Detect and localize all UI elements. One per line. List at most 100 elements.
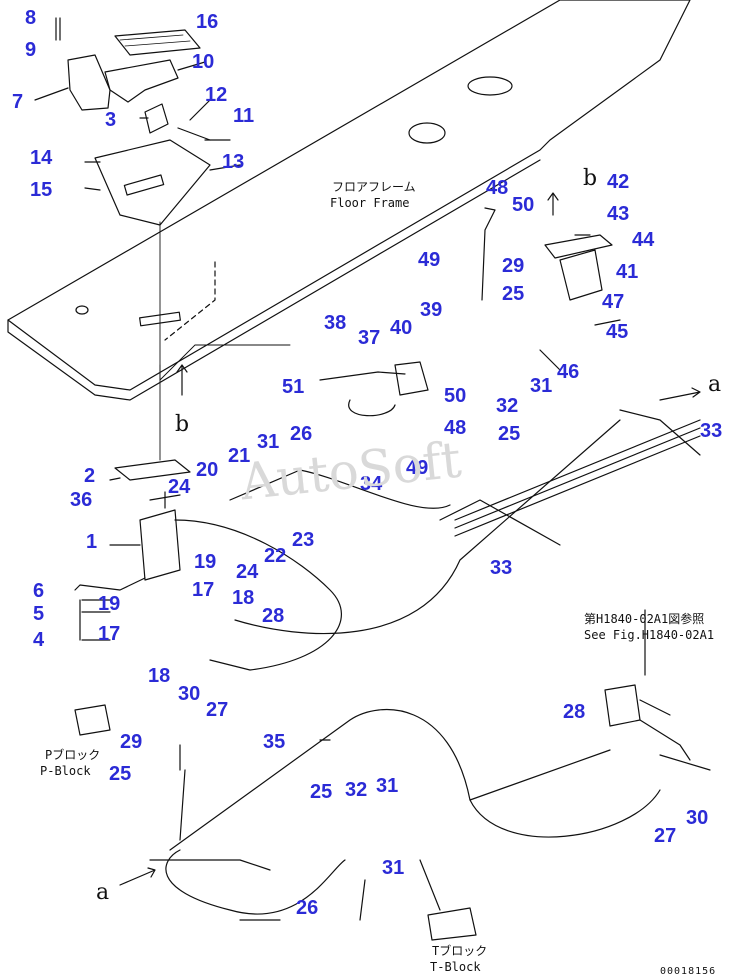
callout-41: 41 xyxy=(616,261,639,283)
callout-11: 11 xyxy=(233,105,255,127)
callout-38: 38 xyxy=(324,312,347,334)
pedal-pad xyxy=(114,29,201,56)
callout-50-top: 50 xyxy=(512,194,535,216)
callout-48-top: 48 xyxy=(486,177,509,199)
callout-49-mid: 49 xyxy=(406,457,429,479)
mount-plate xyxy=(94,139,211,226)
see-fig-label-jp: 第H1840-02A1図参照 xyxy=(584,612,705,626)
t-block xyxy=(427,907,477,941)
hose-lower-c xyxy=(469,749,611,801)
callout-1: 1 xyxy=(86,531,98,553)
callout-26-mid: 26 xyxy=(290,423,313,445)
floor-hole-2 xyxy=(408,122,446,144)
callout-15: 15 xyxy=(30,179,53,201)
callout-20: 20 xyxy=(196,459,219,481)
callout-24-low: 24 xyxy=(236,561,259,583)
callout-30-mid: 30 xyxy=(178,683,201,705)
callout-24-top: 24 xyxy=(168,476,191,498)
floor-frame-label-en: Floor Frame xyxy=(330,196,410,210)
callout-31-top: 31 xyxy=(530,375,553,397)
fig-block xyxy=(604,684,641,727)
floor-frame-plate xyxy=(7,0,691,391)
callout-10: 10 xyxy=(192,51,215,73)
callout-18-low: 18 xyxy=(148,665,171,687)
callout-33-mid: 33 xyxy=(490,557,513,579)
hose-harness xyxy=(454,419,701,537)
letter-b-mid: b xyxy=(175,412,190,437)
callout-23: 23 xyxy=(292,529,315,551)
hose-upper xyxy=(229,469,451,509)
hose-lower-a xyxy=(165,849,346,915)
callout-17-low: 17 xyxy=(98,623,121,645)
t-block-label-jp: Tブロック xyxy=(432,944,488,958)
hose-long-b xyxy=(234,419,621,635)
callout-32-low: 32 xyxy=(345,779,368,801)
callout-16: 16 xyxy=(196,11,219,33)
floor-hole-1 xyxy=(467,76,513,96)
callout-36: 36 xyxy=(70,489,93,511)
see-fig-label-en: See Fig.H1840-02A1 xyxy=(584,628,715,642)
callout-48-mid: 48 xyxy=(444,417,467,439)
callout-25-pblock: 25 xyxy=(109,763,132,785)
callout-33-right: 33 xyxy=(700,420,723,442)
callout-28-mid: 28 xyxy=(262,605,285,627)
callout-47: 47 xyxy=(602,291,625,313)
callout-27-right: 27 xyxy=(654,825,677,847)
hose-lower-b xyxy=(169,709,661,851)
t-block-label-en: T-Block xyxy=(430,960,481,974)
callout-31-tblock: 31 xyxy=(382,857,405,879)
callout-29-top: 29 xyxy=(502,255,525,277)
floor-frame-lip xyxy=(7,159,541,401)
callout-17-top: 17 xyxy=(192,579,215,601)
letter-a-right: a xyxy=(708,372,722,397)
hose-long-a xyxy=(174,519,342,671)
callout-40: 40 xyxy=(390,317,413,339)
pedal-lever xyxy=(104,59,179,103)
callout-44: 44 xyxy=(632,229,655,251)
callout-30-right: 30 xyxy=(686,807,709,829)
pedal-bracket xyxy=(67,54,111,111)
letter-b-top: b xyxy=(583,166,598,191)
callout-27-mid: 27 xyxy=(206,699,229,721)
callout-3: 3 xyxy=(105,109,117,131)
callout-50-mid: 50 xyxy=(444,385,467,407)
callout-31-mid: 31 xyxy=(257,431,280,453)
callout-19-low: 19 xyxy=(98,593,121,615)
callout-42: 42 xyxy=(607,171,630,193)
callout-29-low: 29 xyxy=(120,731,143,753)
callout-6: 6 xyxy=(33,580,45,602)
callout-25-mid: 25 xyxy=(498,423,521,445)
callout-26-low: 26 xyxy=(296,897,319,919)
relay-block xyxy=(559,249,603,301)
p-block xyxy=(74,704,111,736)
ppc-valve-body xyxy=(139,509,181,581)
callout-14: 14 xyxy=(30,147,53,169)
callout-25-low: 25 xyxy=(310,781,333,803)
callout-28-right: 28 xyxy=(563,701,586,723)
pedal-stop xyxy=(144,103,169,134)
callout-12: 12 xyxy=(205,84,228,106)
letter-a-bottom: a xyxy=(96,880,110,905)
callout-51: 51 xyxy=(282,376,305,398)
callout-4: 4 xyxy=(33,629,45,651)
callout-13: 13 xyxy=(222,151,245,173)
callout-31-low: 31 xyxy=(376,775,399,797)
floor-slot xyxy=(139,311,181,327)
drawing-number: 00018156 xyxy=(660,966,717,977)
callout-8: 8 xyxy=(25,7,37,29)
callout-22: 22 xyxy=(264,545,287,567)
floor-frame-label-jp: フロアフレーム xyxy=(332,180,416,194)
callout-46: 46 xyxy=(557,361,580,383)
callout-35: 35 xyxy=(263,731,286,753)
callout-37: 37 xyxy=(358,327,381,349)
callout-39: 39 xyxy=(420,299,443,321)
callout-9: 9 xyxy=(25,39,37,61)
callout-2: 2 xyxy=(84,465,96,487)
p-block-label-en: P-Block xyxy=(40,764,91,778)
callout-5: 5 xyxy=(33,603,45,625)
floor-hole-3 xyxy=(75,305,89,315)
callout-7: 7 xyxy=(12,91,24,113)
callout-21: 21 xyxy=(228,445,251,467)
